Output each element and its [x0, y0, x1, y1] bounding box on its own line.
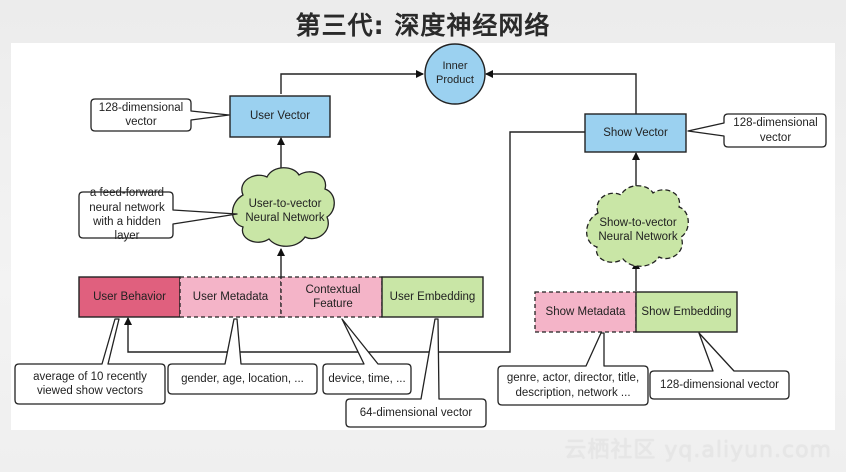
user-metadata-label: User Metadata — [192, 290, 269, 303]
show-metadata-label: Show Metadata — [545, 305, 626, 318]
callout-user-behavior-desc-text: average of 10 recently viewed show vecto… — [33, 370, 147, 397]
callout-show-vector-dim-text: 128-dimensional vector — [733, 117, 818, 144]
inner-product-node — [424, 43, 486, 105]
edge-user-vector-to-inner-product — [280, 70, 424, 94]
show-metadata-block — [534, 291, 637, 333]
user-vector-node — [229, 95, 331, 138]
callout-user-metadata-desc-text: gender, age, location, ... — [181, 372, 304, 385]
user-behavior-block — [78, 276, 181, 318]
callout-show-metadata-desc-text: genre, actor, director, title, descripti… — [506, 372, 640, 399]
connectors — [124, 70, 640, 353]
user-embedding-block — [381, 276, 484, 318]
show-nn-label: Show-to-vector Neural Network — [598, 216, 678, 243]
callout-contextual-desc-text: device, time, ... — [328, 372, 406, 385]
show-vector-node — [584, 113, 687, 153]
show-embedding-label: Show Embedding — [641, 305, 732, 318]
show-nn-cloud — [585, 185, 689, 267]
user-behavior-label: User Behavior — [93, 290, 166, 303]
callout-user-nn-desc-text: a feed-forward neural network with a hid… — [89, 187, 165, 243]
contextual-feature-block — [280, 276, 383, 318]
edge-show-vector-to-user-behavior — [124, 131, 585, 353]
callout-user-vector-dim-text: 128-dimensional vector — [98, 101, 184, 128]
callout-user-vector-dim — [90, 98, 230, 132]
callout-contextual-desc — [322, 318, 412, 395]
show-embedding-block — [635, 291, 738, 333]
callout-user-behavior-desc — [14, 318, 166, 405]
callout-user-embedding-desc — [345, 318, 487, 428]
slide-title: 第三代: 深度神经网络 — [295, 11, 551, 40]
edge-show-vector-to-inner-product — [485, 70, 637, 114]
architecture-diagram — [14, 43, 827, 428]
callout-show-embedding-desc-text: 128-dimensional vector — [660, 378, 779, 391]
callout-user-nn-desc — [78, 191, 238, 239]
user-embedding-label: User Embedding — [389, 290, 476, 303]
callout-show-vector-dim — [687, 113, 827, 148]
inner-product-label: Inner Product — [436, 60, 474, 86]
user-vector-label: User Vector — [249, 110, 311, 123]
show-vector-label: Show Vector — [603, 126, 668, 139]
watermark: 云栖社区 yq.aliyun.com — [564, 438, 832, 463]
callout-user-metadata-desc — [167, 318, 318, 395]
contextual-feature-label: Contextual Feature — [305, 283, 361, 310]
callout-user-embedding-desc-text: 64-dimensional vector — [359, 406, 473, 419]
user-nn-cloud — [231, 167, 335, 247]
callout-show-embedding-desc — [649, 332, 790, 400]
user-metadata-block — [179, 276, 282, 318]
user-nn-label: User-to-vector Neural Network — [245, 197, 325, 224]
diagram-canvas: Inner Product User Vector Show Vector Us… — [11, 43, 835, 430]
callout-show-metadata-desc — [497, 332, 649, 406]
